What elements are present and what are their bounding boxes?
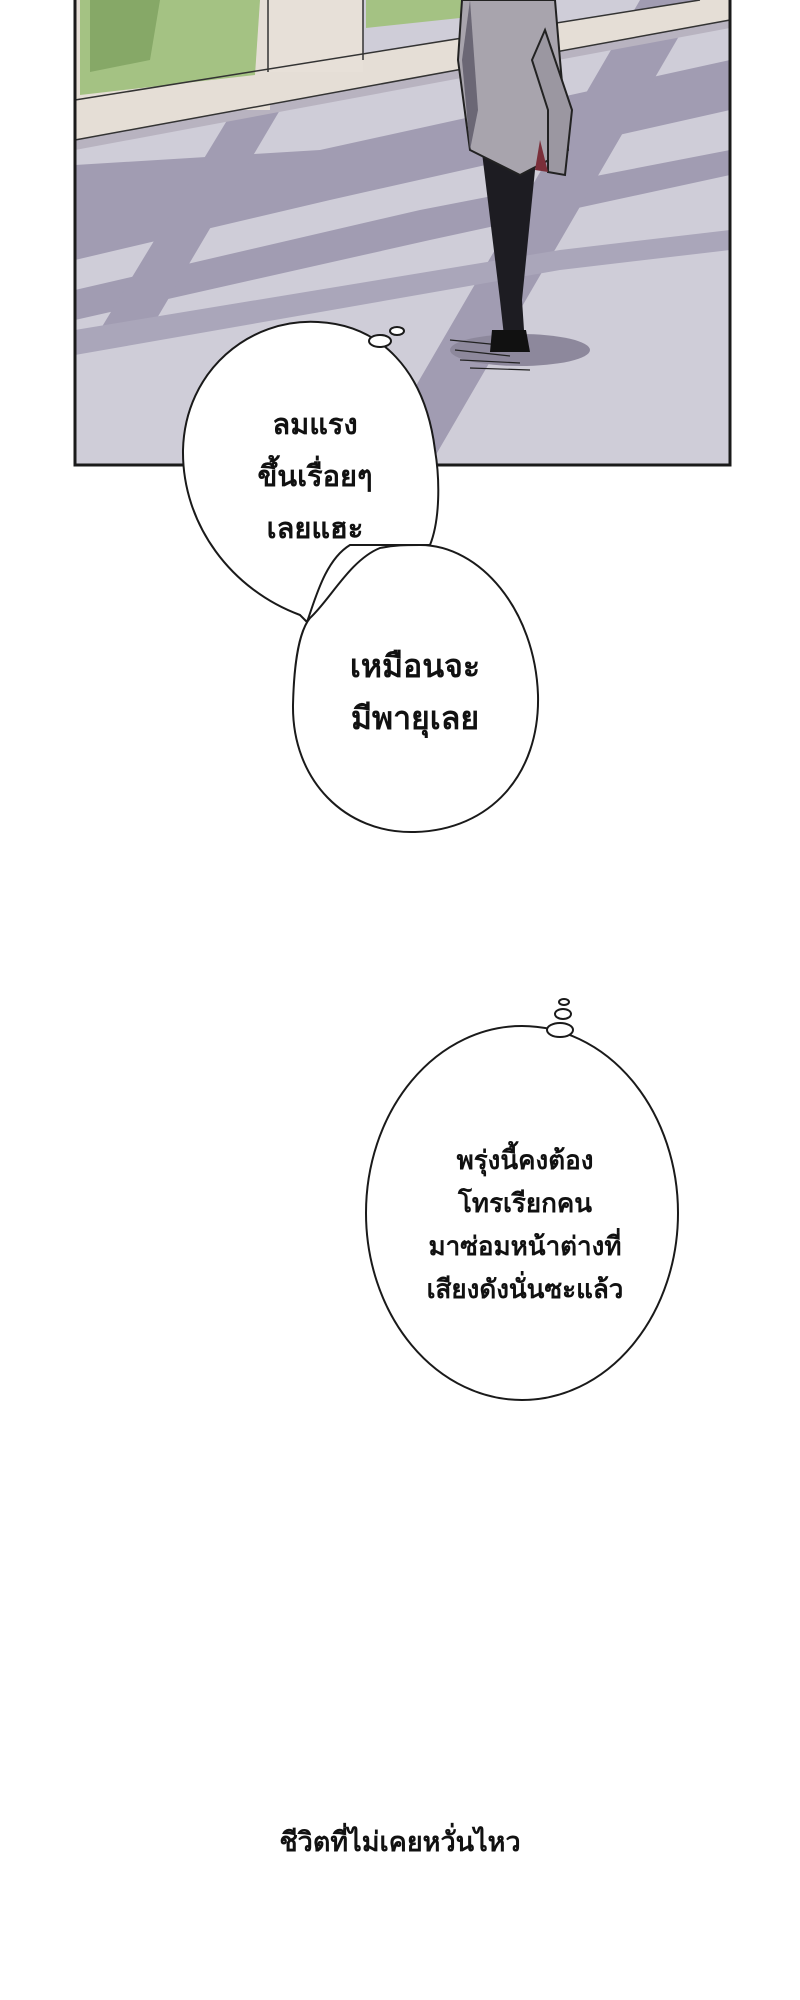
bubble-line: เลยแฮะ xyxy=(266,511,364,545)
bubble-text-2: เหมือนจะ มีพายุเลย xyxy=(320,640,510,744)
bubble-line: โทรเรียกคน xyxy=(457,1189,593,1219)
bubble-tail-dot xyxy=(558,998,570,1006)
bubble-line: เสียงดังนั่นซะแล้ว xyxy=(426,1275,624,1305)
bubble-line: ลมแรง xyxy=(272,407,358,441)
bubble-text-3: พรุ่งนี้คงต้อง โทรเรียกคน มาซ่อมหน้าต่าง… xyxy=(385,1140,665,1312)
bubble-tail-dot xyxy=(554,1008,572,1020)
window-shadow xyxy=(75,230,730,355)
bubble-line: เหมือนจะ xyxy=(349,647,481,685)
foliage-left-dark xyxy=(90,0,160,72)
chapter-caption: ชีวิตที่ไม่เคยหวั่นไหว xyxy=(279,1827,521,1858)
bubble-line: พรุ่งนี้คงต้อง xyxy=(456,1146,594,1176)
bubble-tail-dot xyxy=(368,334,392,348)
thought-bubble-1 xyxy=(181,320,440,624)
bubble-line: ขึ้นเรื่อยๆ xyxy=(257,459,373,493)
standing-figure xyxy=(449,0,590,371)
thought-bubble-3 xyxy=(365,1025,679,1401)
foliage-right xyxy=(366,0,470,28)
comic-panel xyxy=(73,0,732,467)
window-pillar xyxy=(268,0,363,72)
bubble-text-1: ลมแรง ขึ้นเรื่อยๆ เลยแฮะ xyxy=(230,398,400,554)
bubble-tail-dot xyxy=(389,326,405,336)
bubble-tail-dot xyxy=(546,1022,574,1038)
bubble-line: มีพายุเลย xyxy=(350,699,480,737)
thought-bubble-2 xyxy=(291,543,540,834)
bubble-layer xyxy=(181,320,679,1401)
bubble-line: มาซ่อมหน้าต่างที่ xyxy=(428,1232,622,1262)
wall-base xyxy=(75,20,730,150)
